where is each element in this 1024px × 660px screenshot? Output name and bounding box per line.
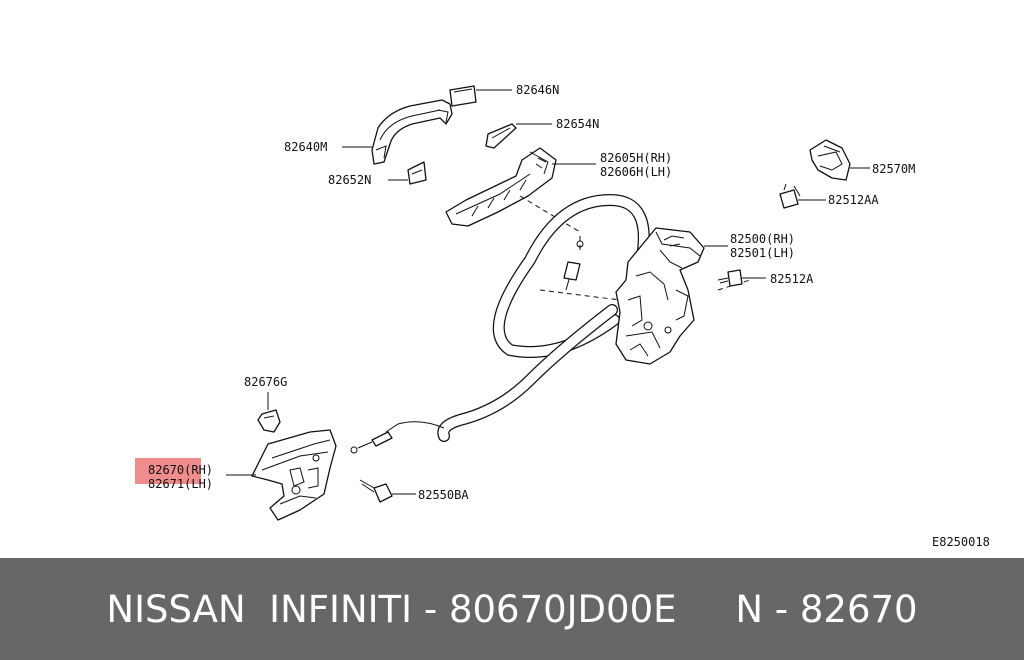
inside-door-handle — [251, 429, 337, 521]
callout-82606H: 82606H(LH) — [600, 165, 672, 179]
callout-82570M: 82570M — [872, 162, 915, 176]
callout-highlight — [135, 458, 201, 484]
bolt-82512A — [717, 269, 743, 287]
handle-cap — [449, 85, 477, 107]
handle-clip — [257, 409, 281, 433]
outside-handle-bracket — [445, 147, 557, 227]
door-lock-actuator — [615, 227, 705, 365]
callout-82671: 82671(LH) — [148, 477, 213, 491]
diagram-code: E8250018 — [932, 535, 990, 549]
callout-82605H: 82605H(RH) — [600, 151, 672, 165]
callout-82676G: 82676G — [244, 375, 287, 389]
callout-82512A: 82512A — [770, 272, 814, 286]
lock-cable — [350, 193, 650, 454]
part-number-banner: NISSAN INFINITI - 80670JD00E N - 82670 — [0, 558, 1024, 660]
gasket-small — [407, 161, 427, 185]
parts-diagram: 82646N 82654N 82640M 82652N 82605H(RH) 8… — [135, 83, 990, 549]
callout-82670: 82670(RH) — [148, 463, 213, 477]
callout-82500: 82500(RH) — [730, 232, 795, 246]
bolt-82512AA — [779, 183, 801, 209]
banner-text: NISSAN INFINITI - 80670JD00E N - 82670 — [106, 587, 918, 631]
callout-82652N: 82652N — [328, 173, 371, 187]
callout-82654N: 82654N — [556, 117, 599, 131]
callout-82512AA: 82512AA — [828, 193, 879, 207]
callout-82501: 82501(LH) — [730, 246, 795, 260]
callout-82550BA: 82550BA — [418, 488, 469, 502]
outer-handle-grip — [371, 99, 453, 165]
door-striker — [809, 139, 851, 181]
bolt-82550BA — [359, 479, 393, 503]
gasket — [485, 123, 517, 149]
callout-82646N: 82646N — [516, 83, 559, 97]
callout-82640M: 82640M — [284, 140, 327, 154]
